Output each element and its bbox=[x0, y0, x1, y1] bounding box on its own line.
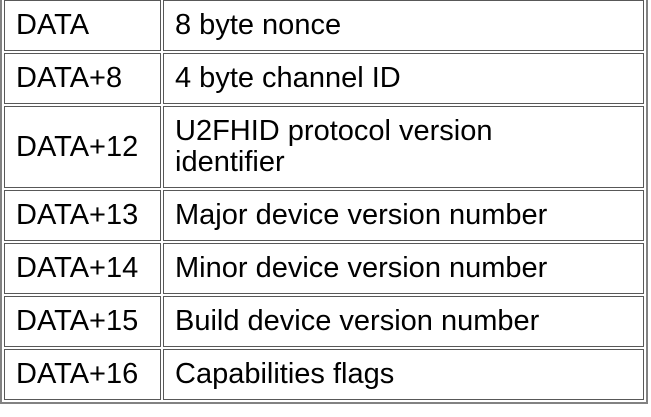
spec-table-container: DATA 8 byte nonce DATA+8 4 byte channel … bbox=[0, 0, 648, 404]
table-row: DATA+16 Capabilities flags bbox=[4, 349, 644, 400]
description-cell: Build device version number bbox=[163, 296, 644, 347]
offset-cell: DATA+8 bbox=[4, 53, 161, 104]
table-row: DATA+12 U2FHID protocol version identifi… bbox=[4, 106, 644, 188]
table-row: DATA+8 4 byte channel ID bbox=[4, 53, 644, 104]
table-row: DATA+15 Build device version number bbox=[4, 296, 644, 347]
description-cell: Capabilities flags bbox=[163, 349, 644, 400]
table-row: DATA+14 Minor device version number bbox=[4, 243, 644, 294]
description-cell: 4 byte channel ID bbox=[163, 53, 644, 104]
payload-layout-table: DATA 8 byte nonce DATA+8 4 byte channel … bbox=[0, 0, 648, 404]
offset-cell: DATA+16 bbox=[4, 349, 161, 400]
description-cell: U2FHID protocol version identifier bbox=[163, 106, 644, 188]
description-cell: Major device version number bbox=[163, 190, 644, 241]
offset-cell: DATA bbox=[4, 0, 161, 51]
description-cell: Minor device version number bbox=[163, 243, 644, 294]
table-row: DATA+13 Major device version number bbox=[4, 190, 644, 241]
description-cell: 8 byte nonce bbox=[163, 0, 644, 51]
offset-cell: DATA+14 bbox=[4, 243, 161, 294]
table-row: DATA 8 byte nonce bbox=[4, 0, 644, 51]
offset-cell: DATA+13 bbox=[4, 190, 161, 241]
offset-cell: DATA+12 bbox=[4, 106, 161, 188]
offset-cell: DATA+15 bbox=[4, 296, 161, 347]
